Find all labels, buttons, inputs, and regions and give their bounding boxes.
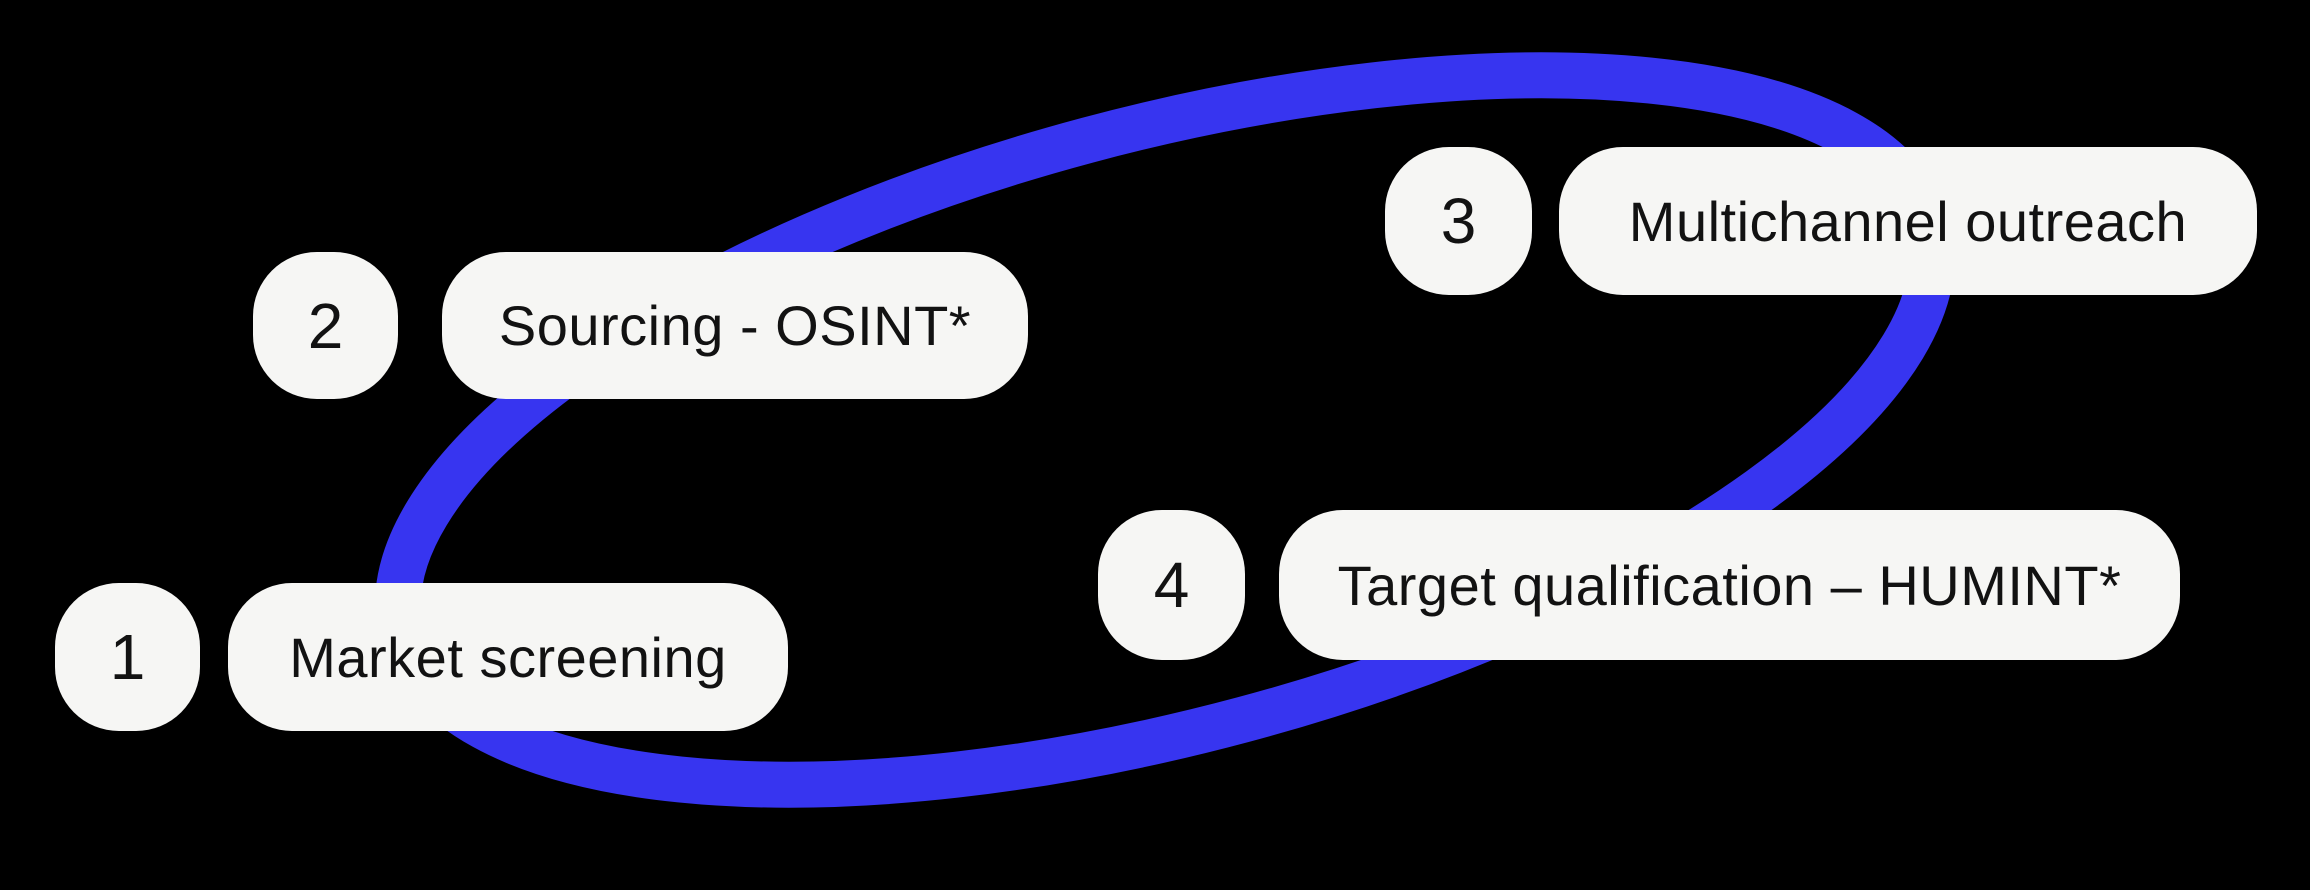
step-3-label: Multichannel outreach — [1628, 189, 2188, 253]
step-4-label-pill: Target qualification – HUMINT* — [1279, 510, 2180, 660]
step-3-number-badge: 3 — [1385, 147, 1532, 295]
step-4-label: Target qualification – HUMINT* — [1337, 553, 2122, 617]
step-4-number-badge: 4 — [1098, 510, 1245, 660]
step-1-number: 1 — [109, 621, 146, 693]
step-1-label: Market screening — [289, 625, 727, 689]
step-1-label-pill: Market screening — [228, 583, 788, 731]
step-2-label: Sourcing - OSINT* — [498, 294, 972, 357]
step-3-label-pill: Multichannel outreach — [1559, 147, 2257, 295]
step-1-number-badge: 1 — [55, 583, 200, 731]
step-4-number: 4 — [1153, 549, 1190, 621]
step-2-number: 2 — [307, 289, 344, 362]
step-2-number-badge: 2 — [253, 252, 398, 399]
loop-ellipse — [374, 52, 1956, 808]
step-3-number: 3 — [1440, 185, 1477, 257]
step-2-label-pill: Sourcing - OSINT* — [442, 252, 1028, 399]
